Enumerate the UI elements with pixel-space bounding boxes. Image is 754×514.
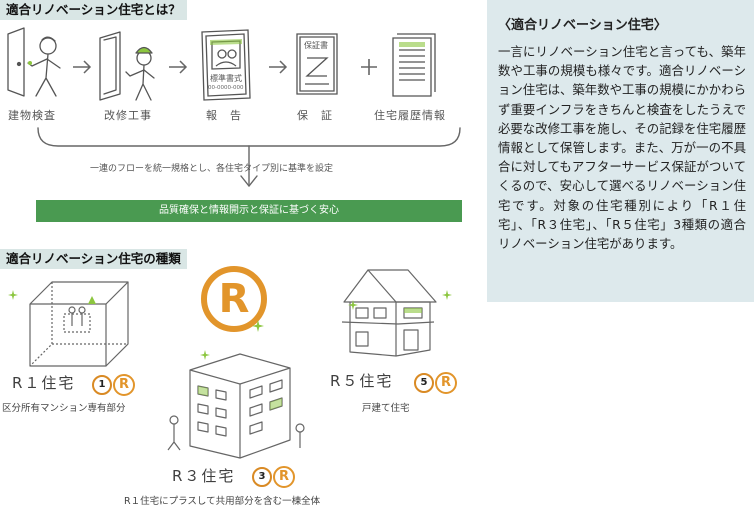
- r3-badge: 3 R: [252, 466, 295, 488]
- r5-number: 5: [414, 373, 434, 393]
- plus-icon: [361, 59, 377, 75]
- type-desc-r5: 戸建て住宅: [362, 403, 410, 414]
- inspector-door-icon: [7, 27, 61, 97]
- step-label-inspection: 建物検査: [8, 109, 56, 122]
- type-name-r3: R３住宅: [172, 467, 236, 485]
- arrow-right-icon: [169, 60, 188, 74]
- step-label-history: 住宅履歴情報: [374, 109, 446, 122]
- arrow-right-icon: [73, 60, 92, 74]
- r3-mark: R: [273, 466, 295, 488]
- apartment-building-icon: [167, 353, 305, 459]
- section1-title: 適合リノベーション住宅とは？: [0, 0, 187, 20]
- type-desc-r3: R１住宅にプラスして共用部分を含む一棟全体: [124, 496, 321, 507]
- sparkle-icon: [442, 290, 452, 300]
- sidebar-panel: [487, 0, 754, 302]
- type-desc-r1: 区分所有マンション専有部分: [2, 403, 126, 414]
- sparkle-icon: [252, 320, 264, 332]
- renovation-worker-icon: [99, 31, 155, 101]
- flow-note: 一連のフローを統一規格とし、各住宅タイプ別に基準を設定: [90, 164, 334, 174]
- result-bar: 品質確保と情報開示と保証に基づく安心: [36, 200, 462, 222]
- r1-number: 1: [92, 375, 112, 395]
- sparkle-icon: [200, 350, 210, 360]
- r1-badge: 1 R: [92, 374, 135, 396]
- detached-house-icon: [341, 269, 437, 357]
- type-name-r5: R５住宅: [330, 372, 394, 390]
- flow-bracket: [37, 127, 461, 188]
- sidebar-title: 〈適合リノベーション住宅〉: [498, 18, 667, 33]
- report-form-label: 標準書式: [210, 74, 242, 83]
- type-name-r1: R１住宅: [12, 374, 76, 392]
- step-label-warranty: 保 証: [297, 109, 333, 122]
- arrow-right-icon: [269, 60, 288, 74]
- sidebar-body: 一言にリノベーション住宅と言っても、築年数や工事の規模も様々です。適合リノベーシ…: [498, 44, 746, 252]
- r5-mark: R: [435, 372, 457, 394]
- sparkle-icon: [348, 300, 358, 310]
- r5-badge: 5 R: [414, 372, 457, 394]
- report-document-icon: 標準書式 00-0000-000: [198, 28, 254, 102]
- warranty-certificate-icon: 保証書: [295, 32, 339, 96]
- housing-history-file-icon: [392, 33, 436, 97]
- warranty-label: 保証書: [304, 41, 328, 50]
- condo-unit-icon: [29, 281, 129, 367]
- registered-mark-icon: R: [201, 266, 267, 332]
- sparkle-icon: [8, 290, 18, 300]
- step-label-renovation: 改修工事: [104, 109, 152, 122]
- r3-number: 3: [252, 467, 272, 487]
- r1-mark: R: [113, 374, 135, 396]
- section2-title: 適合リノベーション住宅の種類: [0, 249, 187, 269]
- report-number: 00-0000-000: [208, 85, 244, 91]
- step-label-report: 報 告: [206, 109, 242, 122]
